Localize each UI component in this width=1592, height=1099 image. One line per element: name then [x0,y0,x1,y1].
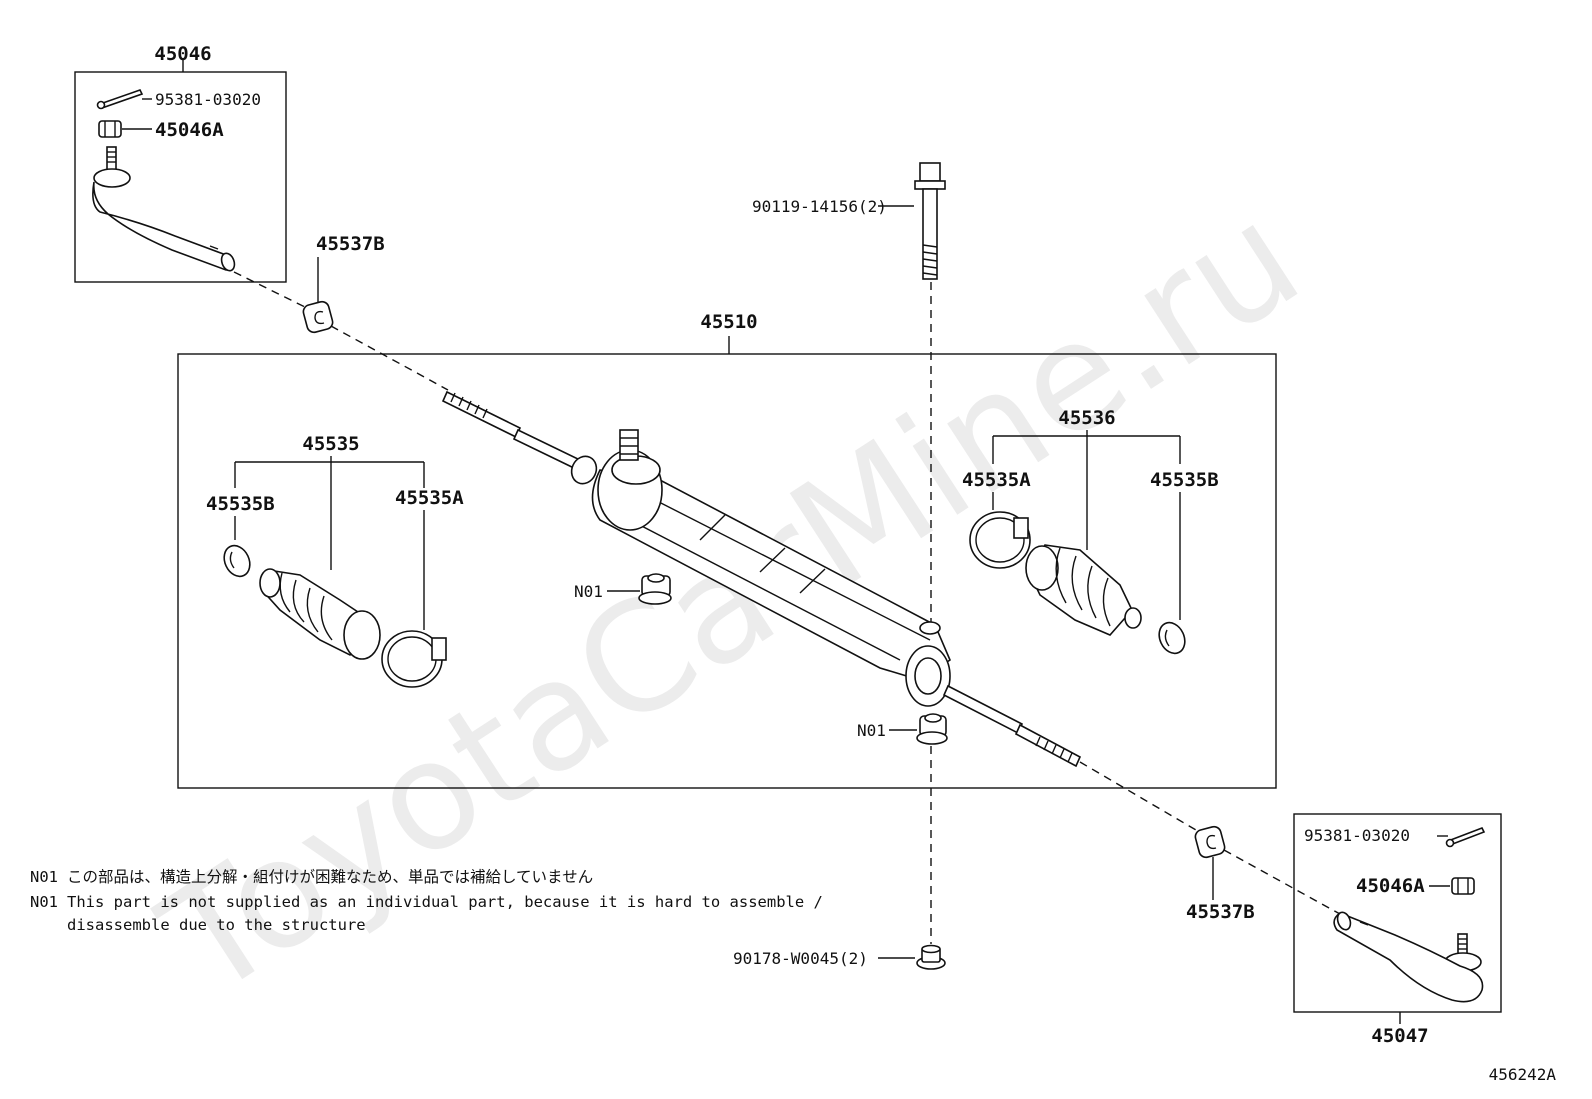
note-jp-text: この部品は、構造上分解・組付けが困難なため、単品では補給していません [67,868,593,886]
tie-rod-end-rh-group: 95381-03020 45046A 45047 [1293,813,1502,1047]
label-95381-03020-bottom[interactable]: 95381-03020 [1304,826,1410,845]
cotter-pin-icon-bottom[interactable] [1445,826,1486,848]
gear-assembly-box [177,353,1277,789]
cotter-pin-icon[interactable] [96,89,144,110]
label-45535A-right[interactable]: 45535A [962,469,1031,491]
steering-rack-icon[interactable] [441,390,1082,768]
notes-block: N01 この部品は、構造上分解・組付けが困難なため、単品では補給していません N… [30,868,823,934]
n01-lower-icon[interactable] [916,713,948,745]
note-en-line2: disassemble due to the structure [67,916,366,934]
note-en-tag: N01 [30,893,58,911]
boot-right-icon[interactable] [1025,544,1142,636]
clamp-left-icon[interactable] [381,630,447,688]
label-45535B-left[interactable]: 45535B [206,493,275,515]
label-45046[interactable]: 45046 [154,43,211,65]
label-N01-lower[interactable]: N01 [857,721,886,740]
tie-rod-end-rh-box [1293,813,1502,1013]
n01-upper-icon[interactable] [638,573,672,605]
label-45535B-right[interactable]: 45535B [1150,469,1219,491]
label-45535A-left[interactable]: 45535A [395,487,464,509]
castle-nut-icon[interactable] [98,120,122,138]
label-45537B-bottom[interactable]: 45537B [1186,901,1255,923]
label-45535[interactable]: 45535 [302,433,359,455]
clamp-right-icon[interactable] [969,511,1031,569]
clip-right-icon[interactable] [1154,618,1189,657]
flange-nut-icon[interactable] [916,944,946,970]
bushing-top-icon[interactable] [302,300,334,334]
note-jp-tag: N01 [30,868,58,886]
tie-rod-end-lh-group: 45046 95381-03020 45046A [74,43,287,283]
label-45046A-top[interactable]: 45046A [155,119,224,141]
label-N01-upper[interactable]: N01 [574,582,603,601]
label-45537B-top[interactable]: 45537B [316,233,385,255]
tie-rod-end-rh-icon[interactable] [1333,910,1484,1003]
figure-code: 456242A [1489,1065,1557,1084]
tie-rod-end-lh-icon[interactable] [92,146,237,273]
bushing-bottom-icon[interactable] [1194,825,1226,859]
label-45046A-bottom[interactable]: 45046A [1356,875,1425,897]
bolt-icon[interactable] [914,162,946,280]
label-90178-W0045[interactable]: 90178-W0045(2) [733,949,868,968]
clip-left-icon[interactable] [219,541,254,580]
tie-rod-end-lh-box [74,71,287,283]
label-45047[interactable]: 45047 [1371,1025,1428,1047]
label-45510[interactable]: 45510 [700,311,757,333]
boot-left-icon[interactable] [259,568,381,660]
castle-nut-icon-bottom[interactable] [1451,877,1475,895]
label-95381-03020-top[interactable]: 95381-03020 [155,90,261,109]
label-45536[interactable]: 45536 [1058,407,1115,429]
note-en-line1: This part is not supplied as an individu… [67,893,823,911]
label-90119-14156[interactable]: 90119-14156(2) [752,197,887,216]
